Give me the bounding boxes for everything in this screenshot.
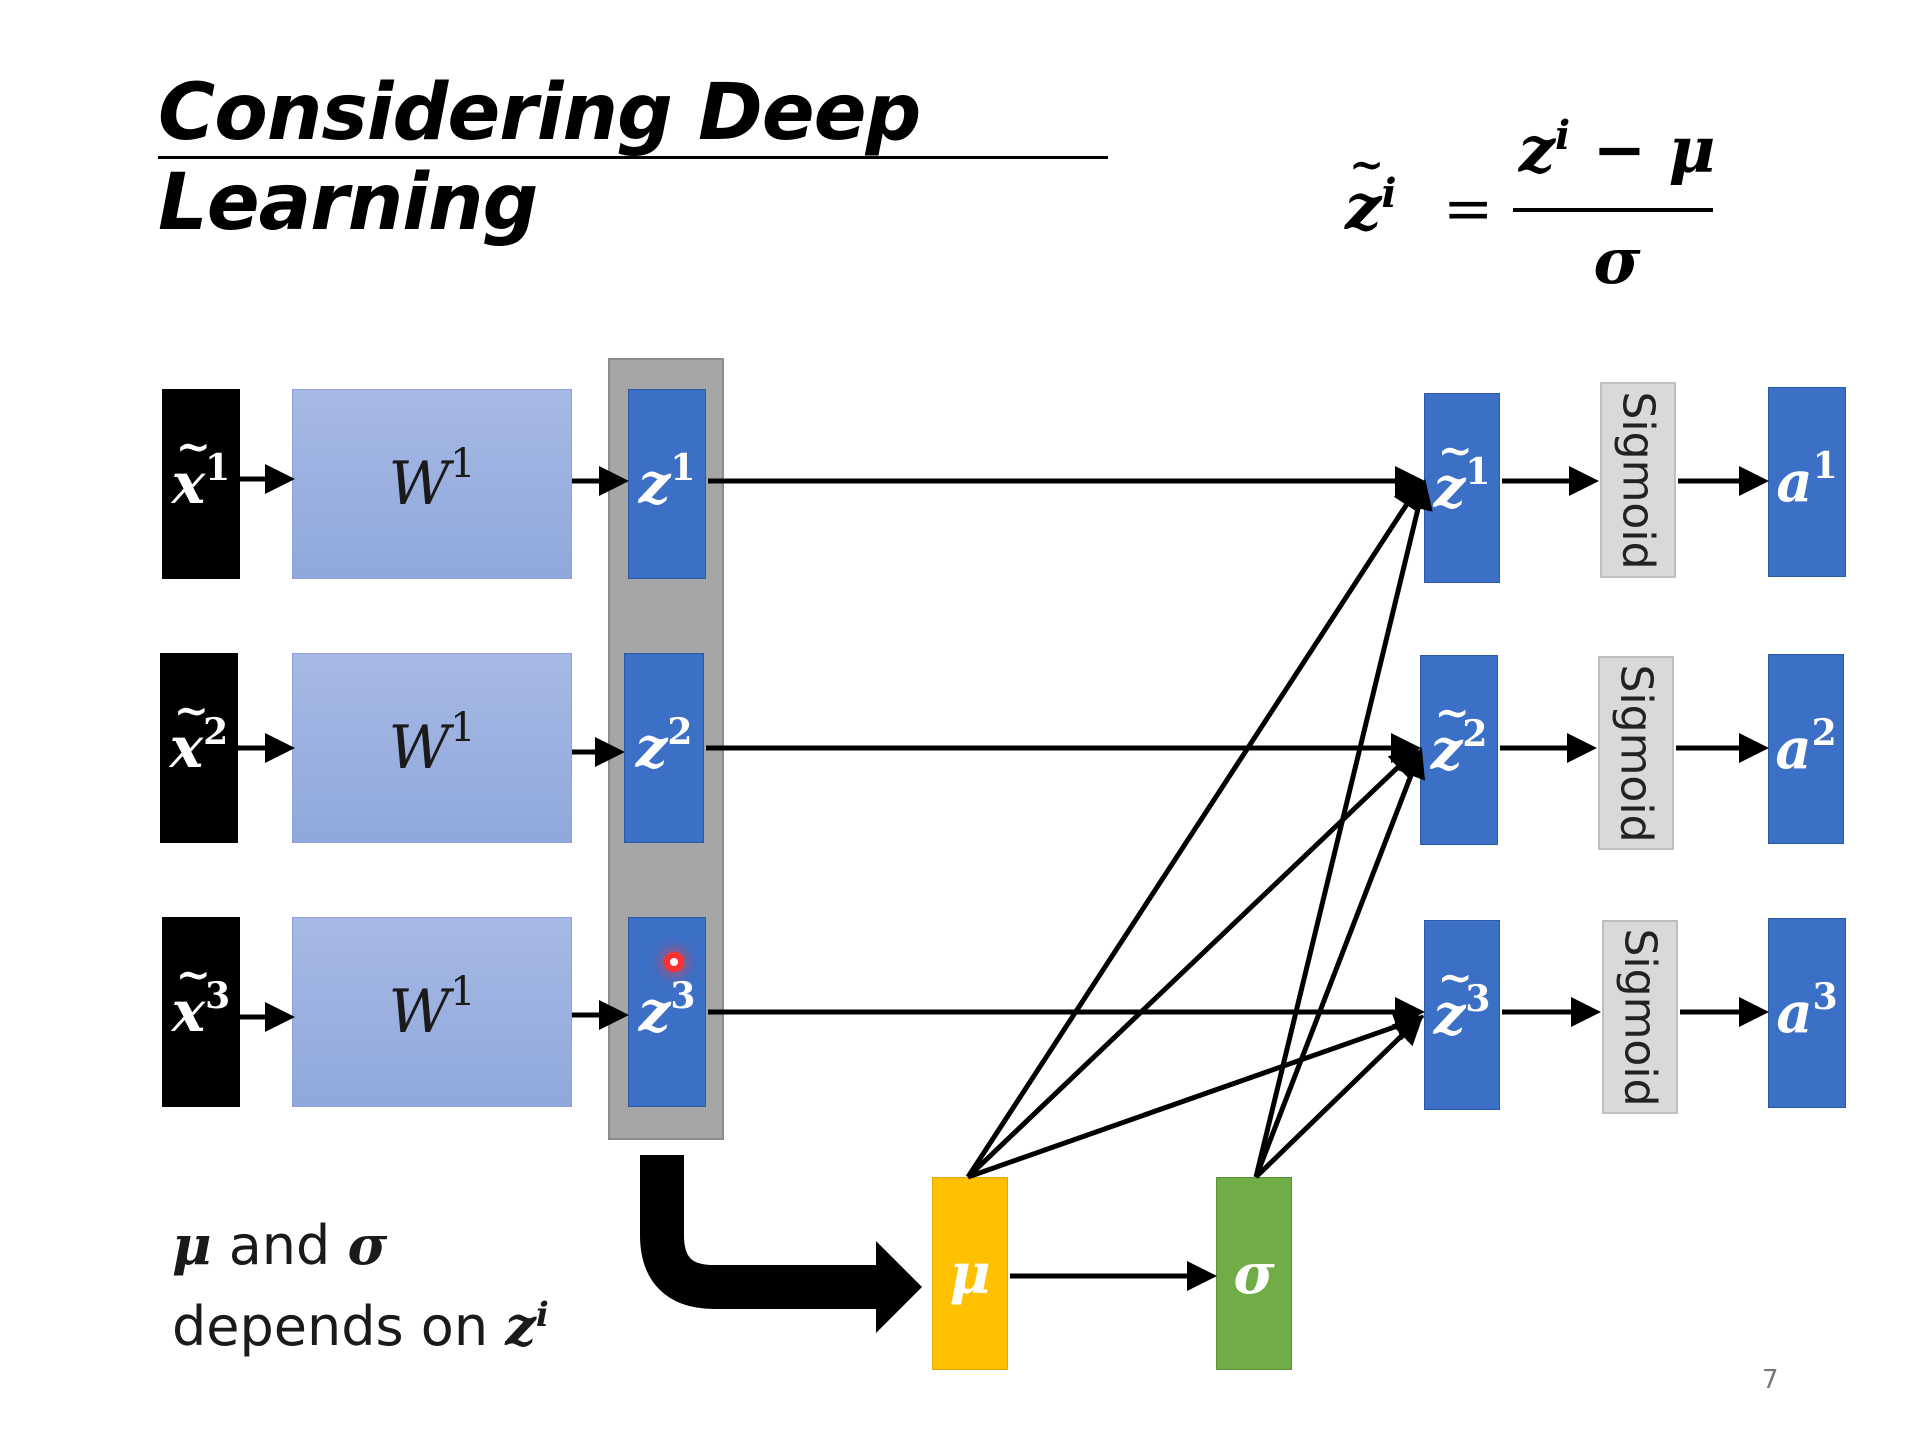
input-x3-label: x3	[172, 954, 230, 1040]
note-line2: depends on zi	[172, 1286, 549, 1367]
arrow-sigma-zt3	[1254, 1014, 1424, 1179]
w1-base-row3: W	[388, 977, 451, 1047]
a2-box: a2	[1768, 654, 1844, 844]
weight-w1-box-row2: W1	[292, 653, 572, 843]
a2-label: a2	[1775, 715, 1836, 777]
input-x1-label: x1	[172, 426, 230, 512]
a3-label: a3	[1776, 979, 1837, 1041]
w1-base-row2: W	[388, 713, 451, 783]
w1-sup-row3: 1	[450, 969, 476, 1015]
weight-w1-box-row1: W1	[292, 389, 572, 579]
a1-base: a	[1776, 449, 1813, 515]
z3-sup: 3	[670, 975, 696, 1017]
mu-sigma-note: μ and σ depends on zi	[172, 1205, 549, 1367]
z3-base: z	[638, 979, 671, 1045]
w-label-row2: W1	[388, 705, 475, 783]
w1-base-row1: W	[388, 449, 451, 519]
z1-base: z	[638, 451, 671, 517]
z3-label: z3	[639, 978, 696, 1040]
input-x2-box: x2	[160, 653, 238, 843]
note-line1: μ and σ	[172, 1205, 549, 1286]
formula-fraction-bar	[1513, 208, 1713, 212]
z-tilde-2-box: z2	[1420, 655, 1498, 845]
note-mu: μ	[172, 1213, 212, 1277]
note-sigma: σ	[347, 1213, 388, 1277]
zt1-base: z	[1434, 430, 1473, 516]
note-depends-on: depends on	[172, 1295, 506, 1358]
z1-sup: 1	[670, 447, 696, 489]
zt1-sup: 1	[1465, 451, 1491, 493]
z-tilde-2-label: z2	[1431, 692, 1488, 778]
w1-sup-row2: 1	[450, 705, 476, 751]
sigmoid-box-row3: Sigmoid	[1602, 920, 1678, 1114]
page-number: 7	[1762, 1365, 1779, 1395]
z-tilde-1-box: z1	[1424, 393, 1500, 583]
x3-sup: 3	[205, 975, 231, 1017]
z2-base: z	[635, 715, 668, 781]
normalization-formula: zi = zi − μ σ	[1345, 112, 1735, 302]
a3-box: a3	[1768, 918, 1846, 1108]
note-z-sup: i	[535, 1295, 549, 1335]
z-tilde-1-label: z1	[1434, 430, 1491, 516]
formula-lhs-sup: i	[1381, 170, 1397, 217]
formula-numerator: zi − μ	[1517, 112, 1717, 187]
mu-label: μ	[949, 1240, 991, 1307]
w-label-row3: W1	[388, 969, 475, 1047]
sigma-label: σ	[1233, 1240, 1275, 1307]
z2-sup: 2	[667, 711, 693, 753]
zt3-sup: 3	[1465, 978, 1491, 1020]
pointer-indicator	[664, 952, 684, 972]
formula-lhs: zi	[1345, 140, 1397, 245]
note-and: and	[211, 1214, 348, 1277]
z2-label: z2	[636, 714, 693, 776]
a2-base: a	[1775, 716, 1812, 782]
formula-numerator-sup: i	[1555, 112, 1571, 159]
formula-numerator-base: z	[1518, 112, 1556, 188]
arrow-mu-zt2	[966, 746, 1420, 1179]
input-x1-box: x1	[162, 389, 240, 579]
input-x2-label: x2	[170, 690, 228, 776]
input-x3-box: x3	[162, 917, 240, 1107]
formula-numerator-rest: − μ	[1570, 112, 1716, 188]
zt2-sup: 2	[1462, 713, 1488, 755]
formula-denominator: σ	[1593, 224, 1641, 299]
formula-equals: =	[1443, 174, 1494, 244]
a3-sup: 3	[1812, 976, 1838, 1018]
x2-base: x	[170, 690, 210, 776]
big-arrow-z-to-mu	[640, 1155, 880, 1309]
arrow-sigma-zt2	[1253, 747, 1425, 1178]
arrow-sigma-zt1	[1253, 479, 1433, 1178]
zt2-base: z	[1431, 692, 1470, 778]
x2-sup: 2	[203, 711, 229, 753]
z-tilde-3-label: z3	[1434, 957, 1491, 1043]
big-arrow-head	[876, 1241, 922, 1333]
title-underline	[158, 156, 1108, 159]
w-label-row1: W1	[388, 441, 475, 519]
slide-title: Considering Deep Learning	[158, 68, 921, 248]
arrow-mu-zt3	[967, 1012, 1425, 1180]
x3-base: x	[172, 954, 212, 1040]
a3-base: a	[1776, 980, 1813, 1046]
sigmoid-box-row2: Sigmoid	[1598, 656, 1674, 850]
z-tilde-3-box: z3	[1424, 920, 1500, 1110]
arrow-mu-zt1	[965, 479, 1423, 1179]
a1-label: a1	[1776, 448, 1837, 510]
weight-w1-box-row3: W1	[292, 917, 572, 1107]
z1-box: z1	[628, 389, 706, 579]
x1-sup: 1	[205, 447, 231, 489]
sigmoid-box-row1: Sigmoid	[1600, 382, 1676, 578]
z1-label: z1	[639, 450, 696, 512]
zt3-base: z	[1434, 957, 1473, 1043]
w1-sup-row1: 1	[450, 441, 476, 487]
x1-base: x	[172, 426, 212, 512]
a2-sup: 2	[1811, 712, 1837, 754]
a1-box: a1	[1768, 387, 1846, 577]
formula-lhs-base: z	[1345, 140, 1385, 245]
note-z-base: z	[505, 1294, 536, 1358]
a1-sup: 1	[1812, 445, 1838, 487]
mu-box: μ	[932, 1177, 1008, 1370]
